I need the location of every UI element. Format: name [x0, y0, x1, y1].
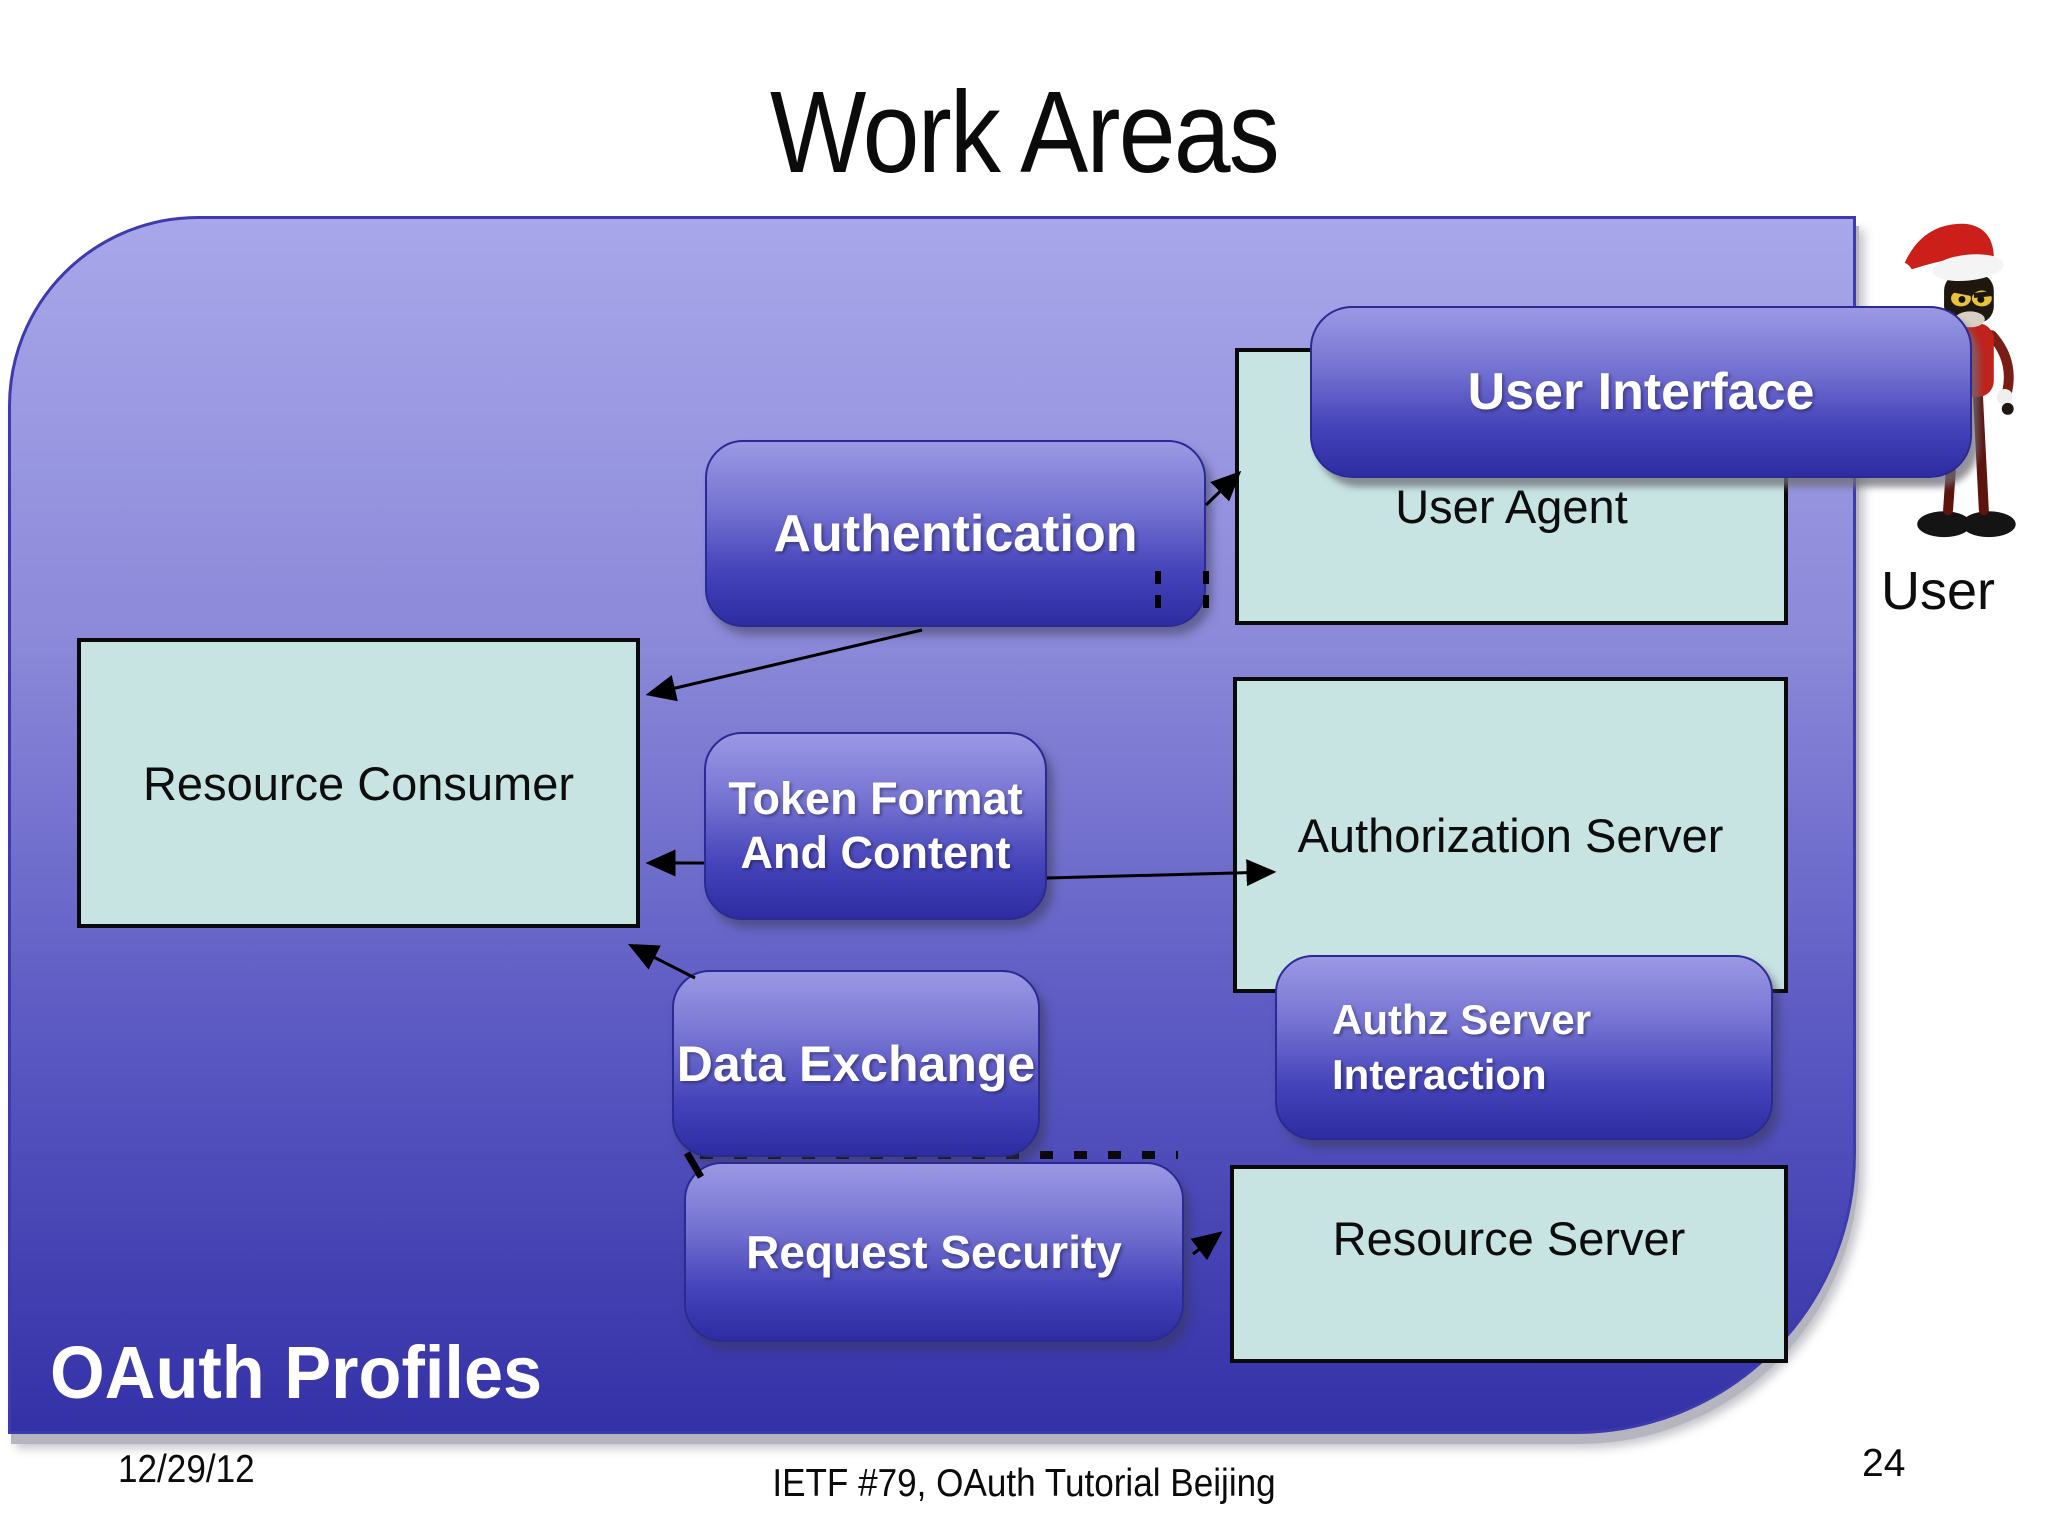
resource-consumer-label: Resource Consumer: [142, 756, 574, 810]
token-format-box: Token Format And Content: [704, 732, 1047, 920]
data-exchange-box: Data Exchange: [672, 970, 1040, 1157]
resource-server-label: Resource Server: [1332, 1212, 1686, 1265]
page-title: Work Areas: [769, 67, 1280, 197]
token-format-label-line2: And Content: [740, 827, 1011, 878]
resource-consumer-box: Resource Consumer: [77, 638, 640, 928]
footer-event: IETF #79, OAuth Tutorial Beijing: [772, 1462, 1276, 1505]
footer-date: 12/29/12: [118, 1448, 255, 1491]
data-exchange-label: Data Exchange: [676, 1035, 1036, 1092]
oauth-profiles-label: OAuth Profiles: [50, 1331, 543, 1414]
authz-interaction-label-line1: Authz Server: [1332, 995, 1592, 1043]
user-agent-label: User Agent: [1395, 480, 1628, 533]
authentication-label: Authentication: [773, 504, 1138, 563]
authz-interaction-label-line2: Interaction: [1332, 1050, 1547, 1098]
user-interface-label: User Interface: [1467, 363, 1815, 421]
request-security-box: Request Security: [684, 1162, 1184, 1342]
user-interface-box: User Interface: [1310, 306, 1972, 478]
resource-server-box: Resource Server: [1230, 1165, 1788, 1363]
authz-server-interaction-box: Authz Server Interaction: [1275, 955, 1773, 1140]
user-figure-label: User: [1880, 561, 1995, 621]
authentication-box: Authentication: [705, 440, 1206, 627]
authorization-server-box: Authorization Server: [1233, 677, 1788, 993]
token-format-label-line1: Token Format: [728, 773, 1023, 824]
authorization-server-label: Authorization Server: [1297, 808, 1724, 862]
footer-page-number: 24: [1862, 1442, 1906, 1485]
request-security-label: Request Security: [746, 1226, 1122, 1278]
